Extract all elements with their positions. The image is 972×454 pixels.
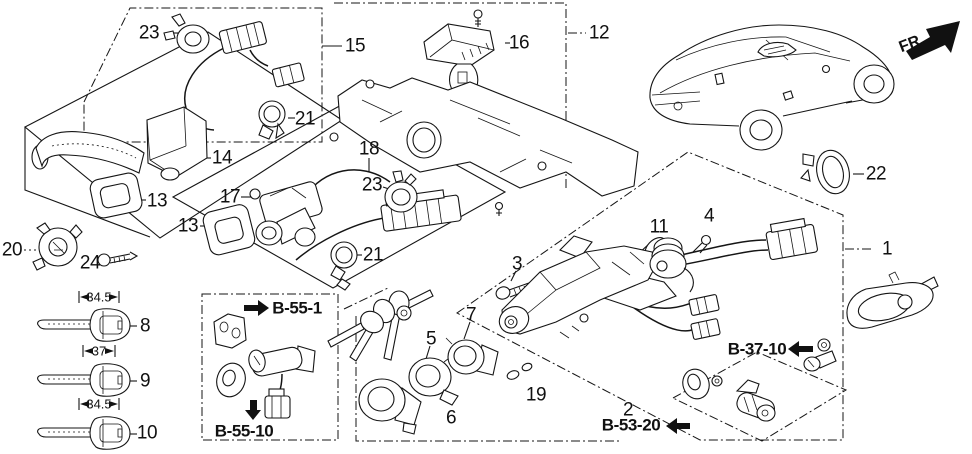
- callout-13-left[interactable]: 13: [146, 190, 168, 212]
- b37-glovebox-lock-drawing: [803, 338, 837, 372]
- group-boxes: [83, 2, 874, 442]
- part-14-combination-switch-drawing: [31, 106, 208, 181]
- b53-20-left-arrow-icon: [666, 418, 690, 434]
- part-21-clamp-bottom-drawing: [330, 241, 358, 291]
- callout-20[interactable]: 20: [1, 239, 23, 261]
- ref-code-b53-20[interactable]: B-53-20: [601, 415, 661, 435]
- callout-8[interactable]: 8: [139, 315, 151, 337]
- callout-13-center[interactable]: 13: [177, 215, 199, 237]
- b55-1-right-arrow-icon: [244, 300, 269, 316]
- part-24-screw-drawing: [97, 251, 139, 267]
- part-13-bezel-center-drawing: [202, 204, 256, 256]
- part-16-switch-drawing: [423, 9, 495, 98]
- callout-23-center[interactable]: 23: [361, 174, 383, 196]
- part-10-key-drawing: [37, 416, 131, 450]
- callout-21-bottom[interactable]: 21: [362, 244, 384, 266]
- callout-21-top[interactable]: 21: [294, 108, 316, 130]
- part-6-cover-drawing: [358, 378, 422, 435]
- part-1-steering-lock-assembly-drawing: [498, 217, 818, 380]
- callout-15[interactable]: 15: [344, 35, 366, 57]
- callout-12[interactable]: 12: [588, 22, 610, 44]
- part-7-cover-drawing: [445, 337, 499, 376]
- b37-10-left-arrow-icon: [788, 341, 813, 357]
- callout-2[interactable]: 2: [622, 399, 634, 421]
- part-5-ring-drawing: [408, 354, 459, 406]
- part-21-clamp-top-drawing: [258, 100, 286, 140]
- callout-1[interactable]: 1: [881, 238, 893, 260]
- part-8-key-drawing: [37, 308, 131, 342]
- callout-4[interactable]: 4: [703, 205, 715, 227]
- part-23-ring-drawing: [163, 13, 210, 54]
- key-dimension-9: 37: [91, 343, 107, 359]
- part-17-switch-drawing: [249, 181, 323, 247]
- callout-9[interactable]: 9: [139, 370, 151, 392]
- part-2-cylinder-kit-drawing: [682, 368, 776, 422]
- callout-19[interactable]: 19: [525, 384, 547, 406]
- ref-code-b55-10[interactable]: B-55-10: [214, 421, 274, 441]
- part-15-harness-drawing: [184, 21, 305, 131]
- callout-14[interactable]: 14: [211, 147, 233, 169]
- part-23-ring-center-drawing: [384, 170, 418, 213]
- callout-17[interactable]: 17: [219, 186, 241, 208]
- callout-22[interactable]: 22: [865, 163, 887, 185]
- ref-code-b55-1[interactable]: B-55-1: [272, 298, 322, 318]
- callout-11[interactable]: 11: [649, 216, 669, 238]
- door-handle-drawing: [846, 271, 939, 329]
- callout-7[interactable]: 7: [465, 304, 477, 326]
- callout-6[interactable]: 6: [445, 407, 457, 429]
- b55-lock-cylinder-drawing: [213, 313, 316, 419]
- callout-24[interactable]: 24: [79, 252, 101, 274]
- ref-code-b37-10[interactable]: B-37-10: [727, 339, 787, 359]
- callout-5[interactable]: 5: [425, 328, 437, 350]
- callout-3[interactable]: 3: [511, 253, 523, 275]
- dimension-marks: [78, 291, 120, 410]
- callout-23-top[interactable]: 23: [138, 22, 160, 44]
- key-set-drawing: [327, 289, 434, 362]
- callout-18[interactable]: 18: [358, 138, 380, 160]
- car-locator-drawing: [649, 24, 895, 151]
- part-20-switch-drawing: [32, 222, 83, 271]
- part-18-bracket-drawing: [329, 77, 639, 216]
- part-9-key-drawing: [37, 363, 131, 397]
- callout-16[interactable]: 16: [508, 32, 530, 54]
- key-dimension-8: 34.5: [86, 289, 112, 305]
- fr-direction-arrow-icon: [906, 21, 960, 60]
- b55-10-down-arrow-icon: [245, 400, 261, 420]
- key-dimension-10: 34.5: [86, 396, 112, 412]
- part-22-clamp-drawing: [800, 149, 850, 195]
- callout-10[interactable]: 10: [136, 422, 158, 444]
- part-13-bezel-left-drawing: [89, 172, 143, 219]
- ref-arrows: [244, 300, 813, 434]
